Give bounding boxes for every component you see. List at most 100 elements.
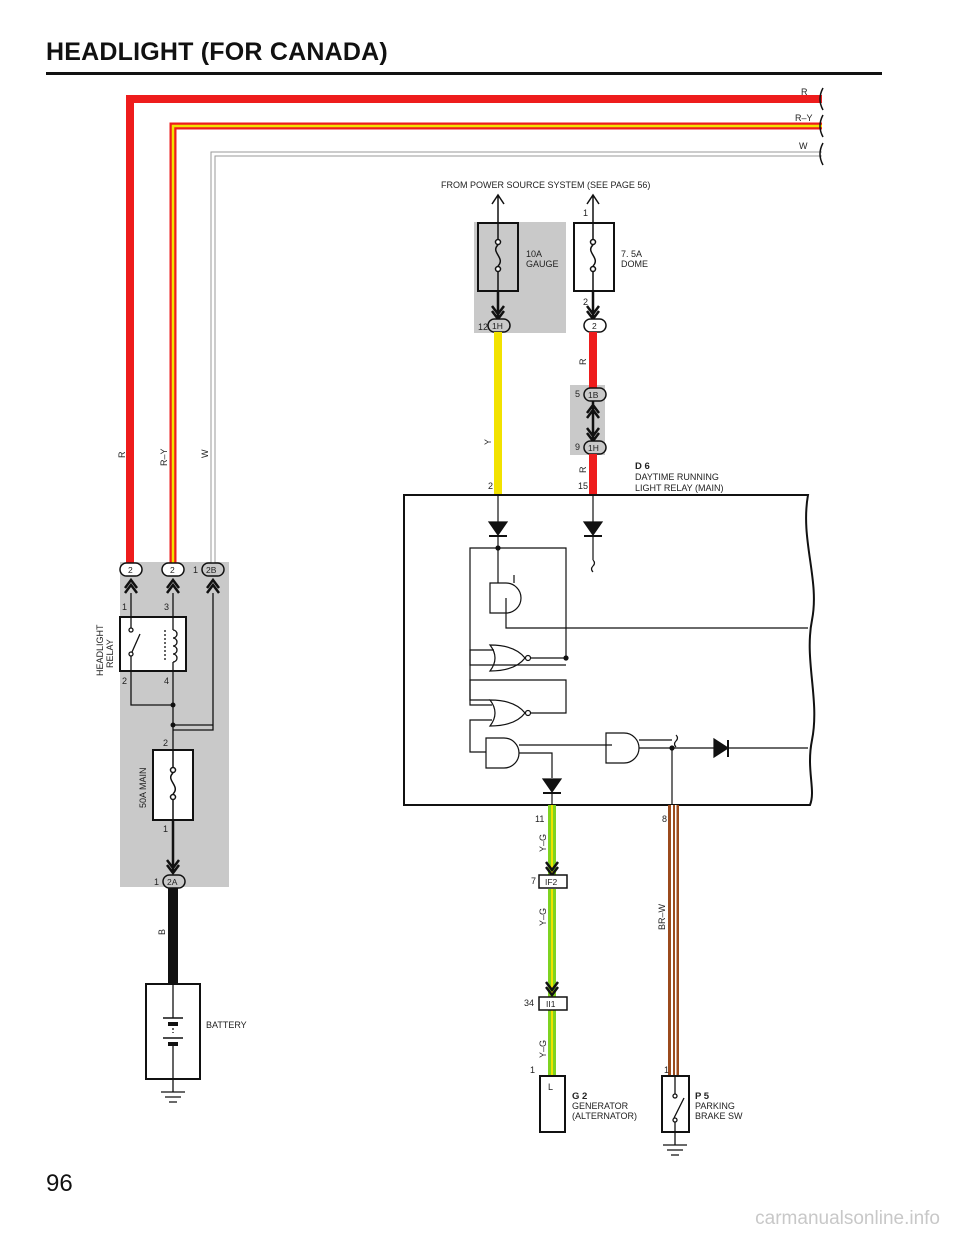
relay-pin-2: 2	[122, 676, 127, 686]
connector-if2-label: IF2	[545, 877, 558, 887]
switch-ground-icon	[663, 1144, 687, 1156]
wire-label-top-ry: R–Y	[795, 113, 813, 123]
pin-9: 9	[575, 442, 580, 452]
p5-name-1: PARKING	[695, 1101, 735, 1111]
d6-name-1: DAYTIME RUNNING	[635, 472, 719, 482]
wire-r-dome-upper	[589, 332, 597, 388]
parking-brake-switch-icon	[672, 1076, 685, 1145]
headlight-relay-icon	[128, 617, 178, 671]
d6-internal-logic	[469, 495, 808, 805]
pin-5: 5	[575, 389, 580, 399]
g2-name-2: (ALTERNATOR)	[572, 1111, 637, 1121]
wire-y-gauge	[494, 332, 502, 495]
connector-2-r	[119, 562, 143, 577]
wire-label-brw: BR–W	[657, 903, 667, 930]
connector-1b	[583, 387, 607, 402]
g2-code: G 2	[572, 1091, 587, 1102]
wire-label-r-dome-2: R	[578, 466, 588, 473]
page-title: HEADLIGHT (FOR CANADA)	[46, 38, 388, 66]
page-number: 96	[46, 1170, 73, 1197]
pin-sw-1: 1	[664, 1065, 669, 1075]
connector-ii1	[538, 996, 568, 1011]
pin-7: 7	[531, 876, 536, 886]
generator-box	[539, 1075, 566, 1133]
relay-pin-1: 1	[122, 602, 127, 612]
dome-fuse-name: DOME	[621, 259, 648, 269]
pin-dome-2: 2	[583, 297, 588, 307]
power-arrow-dome	[586, 193, 600, 222]
relay-conn-chevrons	[124, 577, 220, 594]
pin-8: 8	[662, 814, 667, 824]
gauge-fuse-icon	[494, 223, 502, 291]
junction-dot-1	[170, 702, 176, 708]
relay-pin-3: 3	[164, 602, 169, 612]
battery-ground-icon	[161, 1091, 185, 1103]
p5-code: P 5	[695, 1091, 710, 1102]
d6-code: D 6	[635, 461, 650, 472]
generator-terminal: L	[548, 1082, 553, 1092]
wire-ry-top	[169, 122, 822, 566]
relay-leads-bottom	[130, 671, 174, 750]
pin-15: 15	[578, 481, 588, 491]
wire-label-vert-w: W	[200, 449, 210, 458]
p5-name-2: BRAKE SW	[695, 1111, 743, 1121]
pin-2a-1: 1	[154, 877, 159, 887]
wire-label-yg-3: Y–G	[538, 1040, 548, 1058]
relay-pin-4: 4	[164, 676, 169, 686]
wire-r-dome-lower	[589, 454, 597, 495]
watermark: carmanualsonline.info	[755, 1208, 940, 1229]
headlight-relay-label-1: HEADLIGHT	[95, 624, 105, 676]
pin-12: 12	[478, 322, 488, 332]
power-source-label: FROM POWER SOURCE SYSTEM (SEE PAGE 56)	[441, 180, 650, 190]
main-fuse-pin-2: 2	[163, 738, 168, 748]
wire-label-top-w: W	[799, 141, 808, 151]
pin-34: 34	[524, 998, 534, 1008]
pin-2b-1: 1	[193, 565, 198, 575]
d6-name-2: LIGHT RELAY (MAIN)	[635, 483, 724, 493]
connector-ii1-label: II1	[546, 999, 556, 1009]
main-fuse-chevrons	[166, 820, 180, 876]
wire-r-top	[126, 95, 822, 566]
connector-1b-label: 1B	[588, 390, 599, 400]
g2-name-1: GENERATOR	[572, 1101, 629, 1111]
relay-leads-top	[130, 593, 214, 731]
main-fuse-icon	[169, 750, 177, 820]
wire-label-b: B	[157, 929, 167, 935]
wire-label-yg-1: Y–G	[538, 834, 548, 852]
dome-conn-chevron	[586, 291, 600, 322]
wire-label-yg-2: Y–G	[538, 908, 548, 926]
connector-2b	[201, 562, 225, 577]
connector-2-dome-label: 2	[592, 321, 597, 331]
main-fuse-pin-1: 1	[163, 824, 168, 834]
pin-2-y: 2	[488, 481, 493, 491]
connector-2-r-label: 2	[128, 565, 133, 575]
conn-ii1-chevrons	[545, 981, 559, 998]
wire-yg	[548, 805, 556, 1076]
wire-label-vert-ry: R–Y	[159, 448, 169, 466]
wire-break-marks	[819, 87, 824, 166]
connector-if2	[538, 874, 568, 889]
dome-fuse-amp: 7. 5A	[621, 249, 642, 259]
headlight-relay-label-2: RELAY	[105, 639, 115, 668]
wire-w-top	[210, 151, 822, 566]
d6-relay-box	[403, 494, 816, 806]
connector-2-ry-label: 2	[170, 565, 175, 575]
dome-fuse-icon	[589, 223, 597, 291]
gauge-fuse-amp: 10A	[526, 249, 542, 259]
connector-2a-label: 2A	[167, 877, 178, 887]
wire-label-top-r: R	[801, 87, 808, 97]
wire-label-y-gauge: Y	[483, 439, 493, 445]
gauge-fuse-name: GAUGE	[526, 259, 559, 269]
junction-1b-chevrons	[586, 401, 600, 444]
wire-label-vert-r: R	[117, 451, 127, 458]
wire-b-battery	[168, 888, 178, 984]
pin-11: 11	[535, 814, 544, 824]
power-arrow-gauge	[491, 193, 505, 222]
connector-2b-label: 2B	[206, 565, 217, 575]
connector-1h-mid-label: 1H	[588, 443, 599, 453]
pin-dome-1: 1	[583, 208, 588, 218]
title-rule	[46, 72, 882, 75]
connector-1h-top-label: 1H	[492, 321, 503, 331]
wire-label-r-dome-1: R	[578, 358, 588, 365]
